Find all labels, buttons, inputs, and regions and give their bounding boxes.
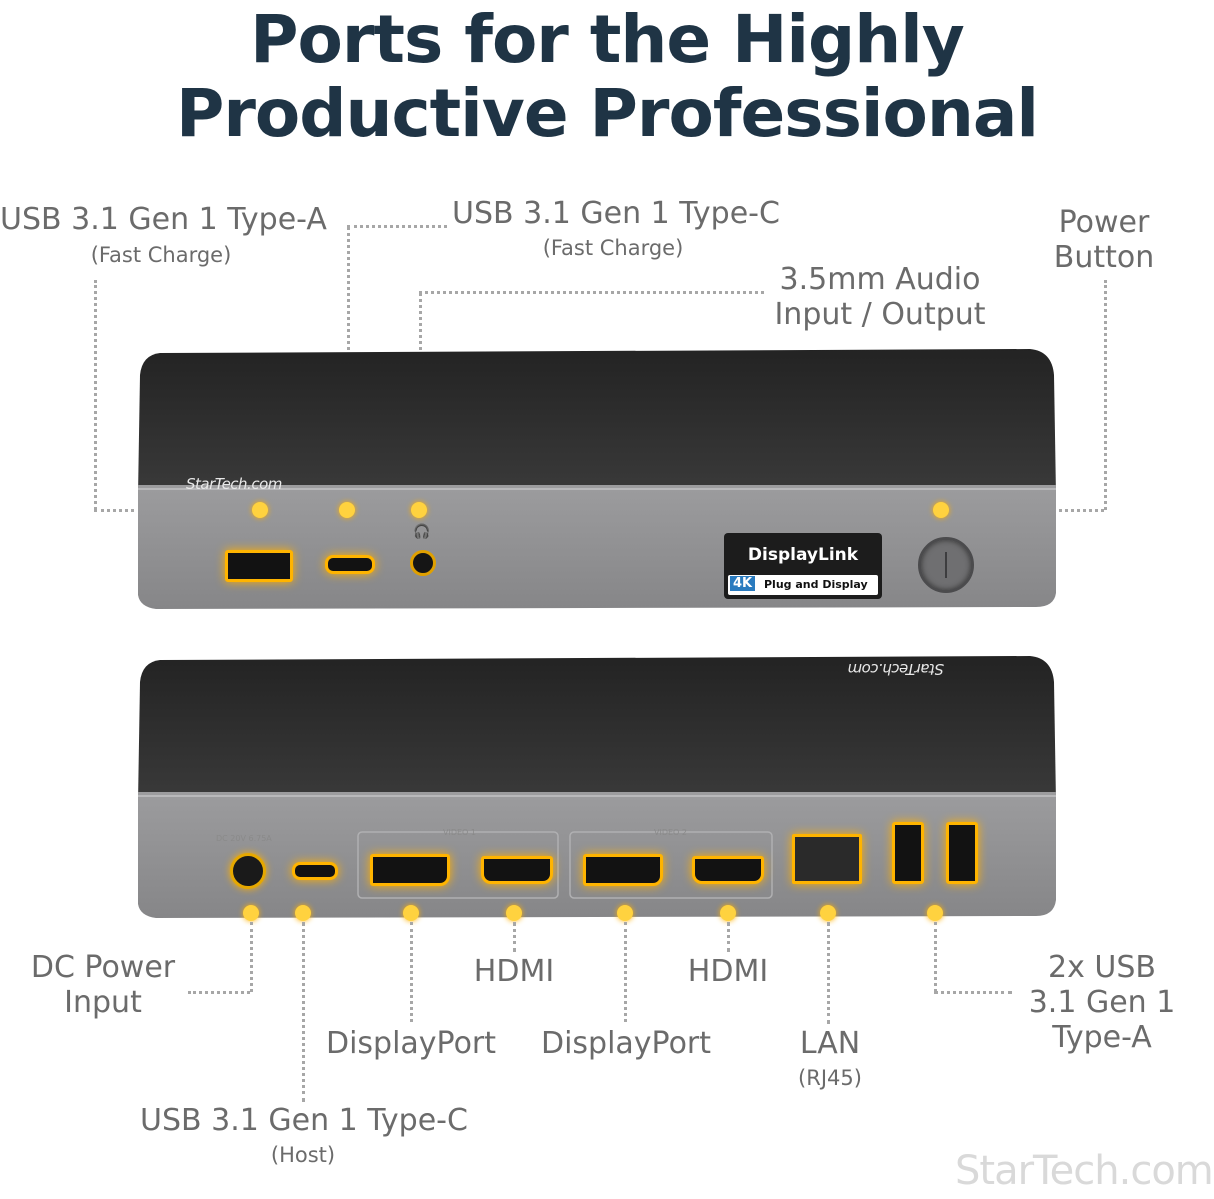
label-front-power-2: Button	[1053, 240, 1155, 275]
badge-strip: 4K Plug and Display	[728, 575, 878, 595]
leader-usb-a-v	[94, 280, 97, 510]
rear-displayport-1	[370, 854, 450, 886]
front-brand-logo: StarTech.com	[186, 475, 282, 493]
label-front-audio-1: 3.5mm Audio	[779, 262, 981, 297]
label-rear-dp1: DisplayPort	[325, 1026, 497, 1061]
marker-rear-dp2	[617, 905, 633, 921]
label-front-audio-2: Input / Output	[774, 297, 986, 332]
marker-rear-dp1	[403, 905, 419, 921]
marker-rear-usb-a	[927, 905, 943, 921]
label-rear-hdmi1: HDMI	[473, 954, 555, 989]
label-rear-lan: LAN	[799, 1026, 861, 1061]
label-rear-usba-3: Type-A	[1052, 1020, 1152, 1055]
marker-front-power	[933, 502, 949, 518]
leader-dc-h	[188, 991, 250, 994]
label-front-usb-a: USB 3.1 Gen 1 Type-A	[0, 202, 327, 237]
leader-usba-v	[934, 922, 937, 992]
marker-rear-usb-c	[295, 905, 311, 921]
marker-rear-hdmi1	[506, 905, 522, 921]
label-rear-dc-2: Input	[64, 985, 142, 1020]
label-rear-usba-2: 3.1 Gen 1	[1028, 985, 1176, 1020]
leader-hdmi2-v	[727, 922, 730, 952]
rear-lan-port	[792, 834, 862, 884]
leader-lan-v	[827, 922, 830, 1024]
dc-rating-label: DC 20V 6.75A	[216, 834, 272, 843]
marker-front-usb-a	[252, 502, 268, 518]
rear-hdmi-2	[692, 856, 764, 884]
video2-label: VIDEO 2	[654, 828, 687, 837]
label-rear-usba-1: 2x USB	[1048, 950, 1156, 985]
startech-watermark: StarTech.com	[955, 1148, 1214, 1194]
marker-front-audio	[411, 502, 427, 518]
rear-hdmi-1	[481, 856, 553, 884]
front-audio-jack	[410, 550, 436, 576]
power-button[interactable]	[918, 537, 974, 593]
leader-dc-v	[250, 922, 253, 992]
power-icon	[945, 552, 947, 578]
displaylink-badge: DisplayLink 4K Plug and Display	[724, 533, 882, 599]
label-rear-dc-1: DC Power	[30, 950, 176, 985]
leader-usb-a-h	[94, 509, 134, 512]
page-title-line2: Productive Professional	[176, 75, 1039, 152]
rear-displayport-2	[583, 854, 663, 886]
label-rear-usbc-host: USB 3.1 Gen 1 Type-C	[140, 1103, 468, 1138]
rear-usb-c-host-port	[292, 862, 338, 880]
marker-front-usb-c	[339, 502, 355, 518]
rear-dc-jack	[230, 853, 266, 889]
leader-hdmi1-v	[513, 922, 516, 952]
leader-usba-h	[934, 991, 1012, 994]
label-rear-lan-sub: (RJ45)	[798, 1066, 862, 1090]
marker-rear-dc	[243, 905, 259, 921]
label-rear-hdmi2: HDMI	[687, 954, 769, 989]
leader-audio-h	[419, 291, 764, 294]
label-front-usb-c: USB 3.1 Gen 1 Type-C	[452, 196, 780, 231]
label-rear-dp2: DisplayPort	[540, 1026, 712, 1061]
leader-usbc-host-v	[302, 922, 305, 1102]
video1-label: VIDEO 1	[443, 828, 476, 837]
marker-rear-lan	[820, 905, 836, 921]
front-usb-a-port	[225, 550, 293, 582]
label-rear-usbc-host-sub: (Host)	[270, 1143, 336, 1167]
rear-usb-a-port-1	[892, 822, 924, 884]
leader-dp1-v	[410, 922, 413, 1022]
leader-power-h	[1052, 509, 1104, 512]
headphone-icon: 🎧	[413, 524, 431, 540]
label-front-usb-c-sub: (Fast Charge)	[542, 236, 684, 260]
rear-brand-logo: StarTech.com	[848, 660, 944, 678]
page-title-line1: Ports for the Highly	[250, 1, 965, 78]
front-usb-c-port	[325, 555, 375, 574]
marker-rear-hdmi2	[720, 905, 736, 921]
badge-4k: 4K	[730, 576, 756, 591]
label-front-power-1: Power	[1058, 205, 1150, 240]
leader-usb-c-h	[347, 225, 447, 228]
badge-name: DisplayLink	[747, 545, 859, 565]
leader-power-v	[1104, 280, 1107, 510]
leader-dp2-v	[624, 922, 627, 1022]
rear-usb-a-port-2	[946, 822, 978, 884]
badge-tagline: Plug and Display	[764, 578, 868, 591]
label-front-usb-a-sub: (Fast Charge)	[90, 243, 232, 267]
